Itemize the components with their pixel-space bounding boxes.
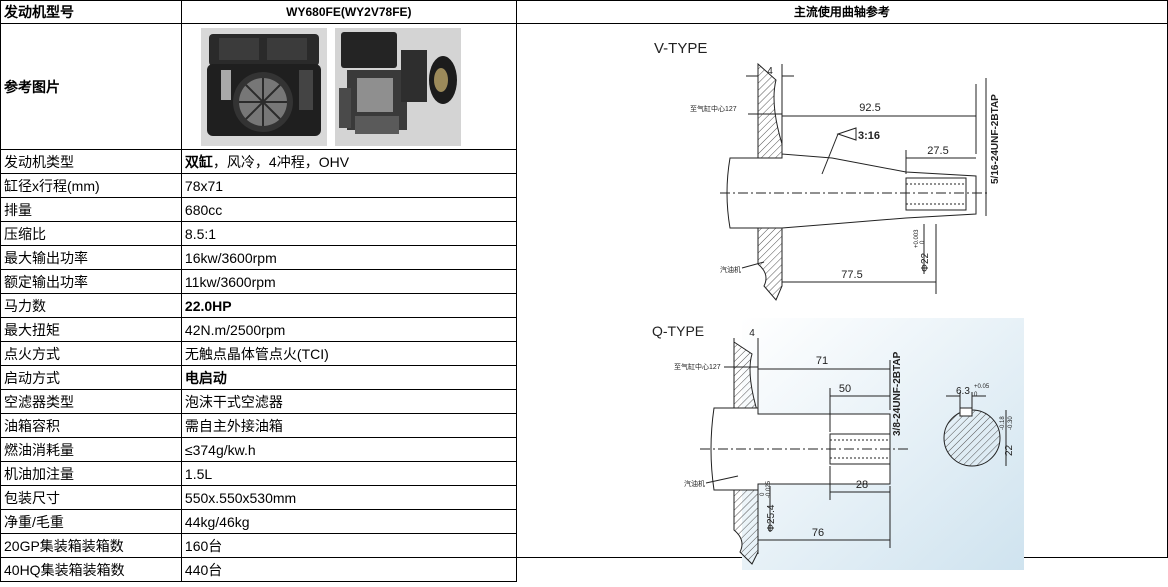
spec-row: 20GP集装箱装箱数 160台	[0, 533, 1168, 558]
spec-label: 缸径x行程(mm)	[0, 173, 182, 198]
v-dim-92-5: 92.5	[859, 102, 880, 114]
q-key-tol-up: +0.05	[974, 384, 990, 390]
spec-row: 缸径x行程(mm) 78x71	[0, 173, 1168, 198]
spec-label: 额定输出功率	[0, 269, 182, 294]
q-thread: 3/8-24UNF-2BTAP	[892, 351, 903, 436]
v-dia-tol-up: +0.003	[914, 229, 920, 248]
spec-row-engine-type: 发动机类型 双缸，风冷，4冲程，OHV	[0, 149, 1168, 174]
spec-value: 1.5L	[180, 461, 517, 486]
spec-label: 最大扭矩	[0, 317, 182, 342]
v-type-drawing: V-TYPE 4 92.5 至气缸中心127 3:16 27.5 5/16-24…	[654, 40, 1001, 301]
photo-cell	[180, 23, 517, 150]
spec-label: 马力数	[0, 293, 182, 318]
v-cyl-center-label: 至气缸中心127	[690, 104, 737, 113]
spec-label: 20GP集装箱装箱数	[0, 533, 182, 558]
spec-value: ≤374g/kw.h	[180, 437, 517, 462]
q-type-title: Q-TYPE	[652, 323, 704, 339]
spec-value: 8.5:1	[180, 221, 517, 246]
spec-label: 发动机类型	[0, 149, 182, 174]
spec-value: 16kw/3600rpm	[180, 245, 517, 270]
spec-value: 泡沫干式空滤器	[180, 389, 517, 414]
spec-row: 点火方式 无触点晶体管点火(TCI)	[0, 341, 1168, 366]
q-dia-tol-up: 0	[760, 492, 766, 496]
spec-row: 启动方式 电启动	[0, 365, 1168, 390]
engine-type-rest: ，风冷，4冲程，OHV	[212, 153, 350, 170]
spec-row: 油箱容积 需自主外接油箱	[0, 413, 1168, 438]
q-dim-22-tol-up: -0.18	[1000, 416, 1006, 430]
spec-value: 160台	[180, 533, 517, 558]
spec-value: 44kg/46kg	[180, 509, 517, 534]
spec-value: 680cc	[180, 197, 517, 222]
v-type-title: V-TYPE	[654, 40, 707, 57]
engine-model-label: 发动机型号	[0, 0, 182, 24]
spec-label: 点火方式	[0, 341, 182, 366]
q-dim-76: 76	[812, 527, 824, 539]
q-dia: Φ25.4	[766, 504, 777, 532]
spec-value: 无触点晶体管点火(TCI)	[180, 341, 517, 366]
spec-label: 油箱容积	[0, 413, 182, 438]
spec-row: 净重/毛重 44kg/46kg	[0, 509, 1168, 534]
spec-value: 550x.550x530mm	[180, 485, 517, 510]
v-taper: 3:16	[858, 130, 880, 142]
q-fuel-pump-label: 汽油机	[684, 479, 705, 488]
q-key-tol-low: 0	[974, 392, 978, 398]
q-type-drawing: Q-TYPE 4 71 至气缸中心127 50 3/8-24UNF-2BTAP …	[652, 318, 1024, 570]
spec-label: 压缩比	[0, 221, 182, 246]
engine-photo-front	[200, 27, 327, 146]
q-cyl-center-label: 至气缸中心127	[674, 362, 721, 371]
spec-value: 电启动	[180, 365, 517, 390]
spec-value: 22.0HP	[180, 293, 517, 318]
q-dim-50: 50	[839, 383, 851, 395]
q-dim-22: 22	[1004, 444, 1015, 456]
photo-label: 参考图片	[0, 23, 182, 150]
v-fuel-pump-label: 汽油机	[720, 265, 741, 274]
v-dia: Φ22	[920, 252, 931, 272]
engine-model-value: WY680FE(WY2V78FE)	[180, 0, 517, 24]
crankshaft-ref-title: 主流使用曲轴参考	[515, 0, 1168, 24]
spec-value: 需自主外接油箱	[180, 413, 517, 438]
q-dim-28: 28	[856, 479, 868, 491]
v-dia-tol-low: 0	[920, 240, 926, 244]
spec-value: 11kw/3600rpm	[180, 269, 517, 294]
spec-label: 空滤器类型	[0, 389, 182, 414]
spec-label: 启动方式	[0, 365, 182, 390]
spec-row: 额定输出功率 11kw/3600rpm	[0, 269, 1168, 294]
header-row: 发动机型号 WY680FE(WY2V78FE) 主流使用曲轴参考	[0, 0, 1168, 24]
spec-label: 40HQ集装箱装箱数	[0, 557, 182, 582]
spec-label: 机油加注量	[0, 461, 182, 486]
spec-row: 40HQ集装箱装箱数 440台	[0, 557, 1168, 582]
q-dim-22-tol-low: -0.30	[1008, 416, 1014, 430]
spec-value: 42N.m/2500rpm	[180, 317, 517, 342]
spec-value: 440台	[180, 557, 517, 582]
q-dia-tol-low: -0.025	[766, 480, 772, 498]
crankshaft-drawings: V-TYPE 4 92.5 至气缸中心127 3:16 27.5 5/16-24…	[520, 24, 1165, 582]
spec-row: 空滤器类型 泡沫干式空滤器	[0, 389, 1168, 414]
v-dim-27-5: 27.5	[927, 145, 948, 157]
spec-row: 包装尺寸 550x.550x530mm	[0, 485, 1168, 510]
v-thread: 5/16-24UNF-2BTAP	[990, 94, 1001, 184]
v-dim-77-5: 77.5	[841, 269, 862, 281]
spec-row: 最大输出功率 16kw/3600rpm	[0, 245, 1168, 270]
spec-value: 78x71	[180, 173, 517, 198]
spec-label: 燃油消耗量	[0, 437, 182, 462]
spec-row: 机油加注量 1.5L	[0, 461, 1168, 486]
q-dim-71: 71	[816, 355, 828, 367]
spec-label: 净重/毛重	[0, 509, 182, 534]
spec-label: 包装尺寸	[0, 485, 182, 510]
spec-label: 最大输出功率	[0, 245, 182, 270]
q-dim-4: 4	[749, 328, 755, 339]
q-key-width: 6.3	[956, 386, 970, 397]
spec-label: 排量	[0, 197, 182, 222]
spec-value: 双缸，风冷，4冲程，OHV	[180, 149, 517, 174]
engine-type-bold: 双缸	[184, 153, 213, 170]
v-dim-4: 4	[767, 66, 773, 77]
engine-photo-side	[334, 27, 461, 146]
